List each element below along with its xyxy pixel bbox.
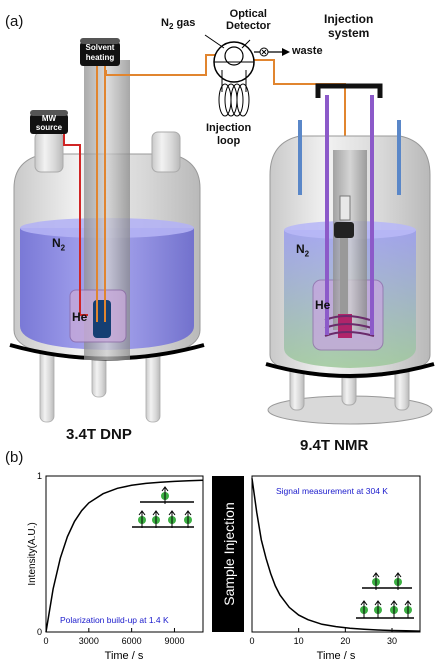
dnp-title: 3.4T DNP bbox=[66, 426, 132, 443]
apparatus-diagram bbox=[9, 34, 435, 425]
left-buildup-curve bbox=[45, 479, 204, 633]
sample-injection-text: Sample Injection bbox=[221, 502, 237, 606]
right-x-tick-label: 10 bbox=[294, 636, 304, 646]
right-x-axis-label: Time / s bbox=[317, 650, 356, 662]
right-decay-curve bbox=[251, 478, 421, 632]
solvent-heating-label: Solvent heating bbox=[85, 43, 115, 62]
thermal-spins-icon bbox=[356, 572, 414, 619]
nmr-top-bracket bbox=[315, 83, 383, 98]
y-tick-label: 1 bbox=[37, 471, 42, 481]
y-axis-label: Intensity(A.U.) bbox=[27, 522, 38, 585]
right-annotation: Signal measurement at 304 K bbox=[276, 486, 388, 496]
nmr-rod-left bbox=[325, 95, 329, 335]
nmr-title: 9.4T NMR bbox=[300, 437, 369, 454]
injection-system-label: Injection system bbox=[324, 12, 374, 40]
panel-a-label: (a) bbox=[5, 13, 24, 30]
nmr-probe-head bbox=[334, 222, 354, 238]
left-x-tick-label: 9000 bbox=[164, 636, 184, 646]
right-x-tick-label: 20 bbox=[340, 636, 350, 646]
left-x-axis-label: Time / s bbox=[105, 650, 144, 662]
transfer-line-to-nmr bbox=[252, 59, 346, 195]
panel-b-plots: 0 3000 6000 9000 0 1 Sample Injection 0 10 20 30… bbox=[27, 471, 421, 662]
mw-source-label: MW source bbox=[35, 114, 63, 132]
transfer-line-top bbox=[105, 54, 220, 76]
sample-injection-bar bbox=[212, 476, 244, 632]
y-tick-label: 0 bbox=[37, 627, 42, 637]
injection-loop-coil bbox=[218, 83, 250, 117]
left-plot-frame bbox=[45, 475, 204, 633]
dnp-port-left bbox=[34, 131, 64, 173]
dnp-n2-label: N2 bbox=[52, 236, 66, 253]
transfer-line-left bbox=[96, 60, 98, 322]
waste-label: waste bbox=[292, 45, 323, 57]
injection-valve bbox=[204, 34, 255, 92]
nmr-rod-right bbox=[370, 95, 374, 335]
right-x-tick-label: 0 bbox=[249, 636, 254, 646]
dnp-cryostat bbox=[9, 60, 205, 423]
left-x-tick-label: 0 bbox=[43, 636, 48, 646]
right-plot-frame bbox=[251, 475, 421, 633]
dnp-he-label: He bbox=[72, 310, 88, 324]
nmr-sample bbox=[338, 314, 352, 338]
nmr-base-ring bbox=[265, 362, 435, 378]
left-x-tick-label: 3000 bbox=[79, 636, 99, 646]
injection-loop-label: Injection loop bbox=[206, 122, 252, 147]
sample-cup bbox=[93, 300, 111, 338]
nmr-insert-tube bbox=[333, 150, 367, 330]
solvent-heating-box bbox=[80, 42, 120, 66]
nmr-cryostat bbox=[265, 83, 435, 425]
microwave-guide bbox=[63, 127, 88, 316]
left-annotation: Polarization build-up at 1.4 K bbox=[60, 615, 169, 625]
mw-source-box bbox=[30, 114, 68, 134]
waste-arrow bbox=[254, 47, 290, 57]
dnp-port-right bbox=[151, 131, 181, 173]
left-x-tick-label: 6000 bbox=[122, 636, 142, 646]
n2-gas-label: N2 gas bbox=[161, 17, 196, 32]
transfer-line-right bbox=[104, 60, 106, 322]
nmr-he-label: He bbox=[315, 298, 331, 312]
panel-b-label: (b) bbox=[5, 449, 24, 466]
right-x-tick-label: 30 bbox=[387, 636, 397, 646]
optical-detector-label: Optical Detector bbox=[226, 8, 271, 32]
polarized-spins-icon bbox=[132, 486, 194, 528]
nmr-n2-label: N2 bbox=[296, 242, 310, 259]
